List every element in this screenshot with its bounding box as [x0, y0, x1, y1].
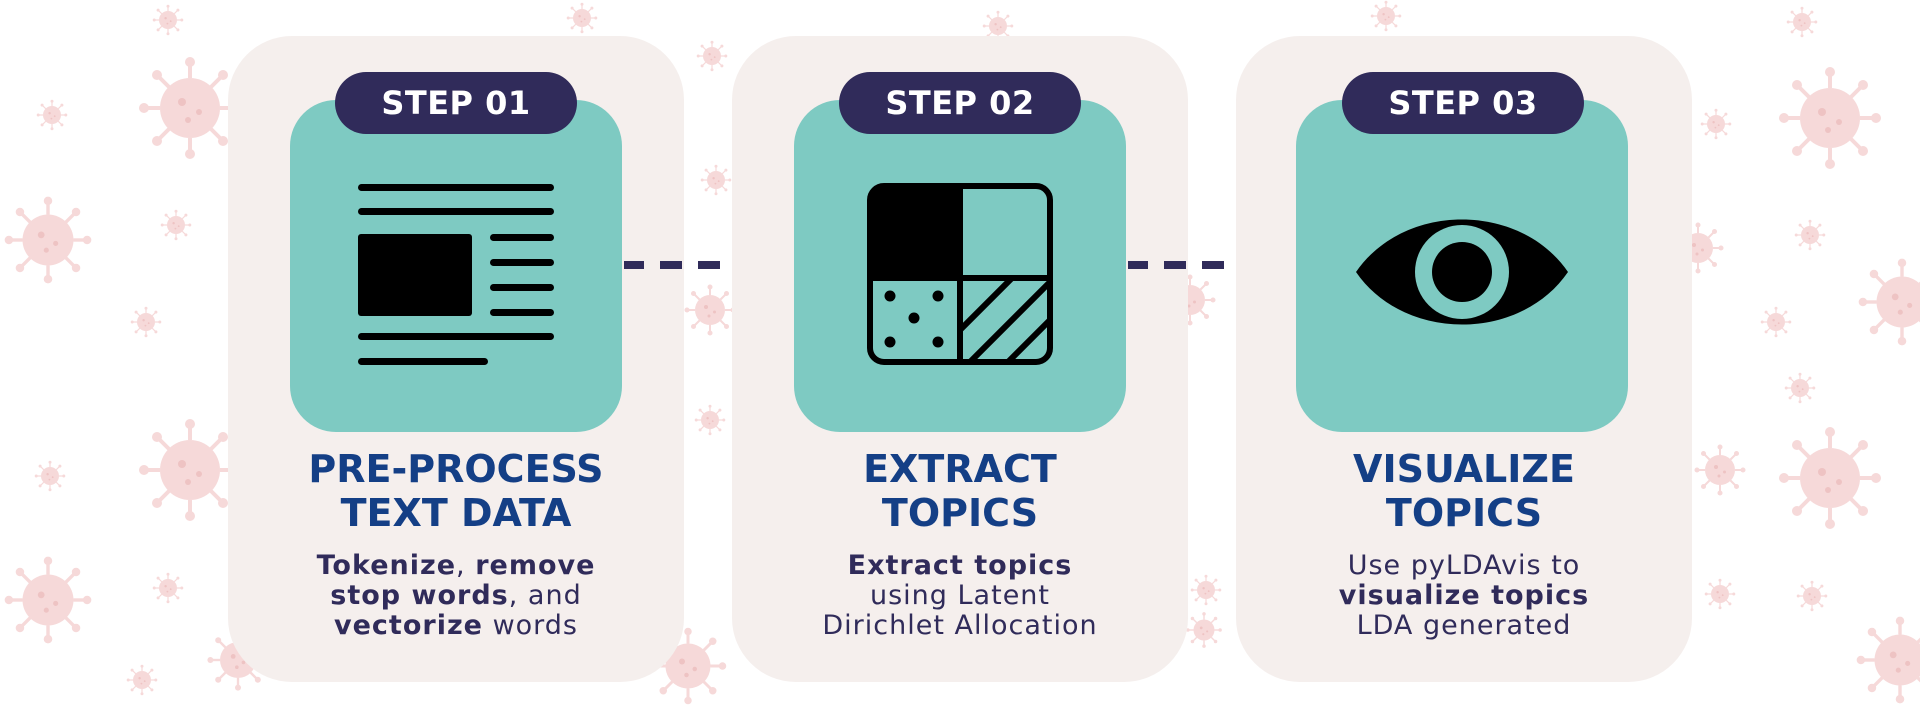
virus-decoration [696, 40, 728, 72]
virus-decoration [566, 2, 598, 34]
step-3-title-line-1: VISUALIZE [1353, 447, 1575, 491]
topic-grid-icon [867, 183, 1053, 365]
virus-decoration [1760, 306, 1792, 338]
step-3-icon-tile [1296, 100, 1628, 432]
step-3-desc-line-3: LDA generated [1356, 610, 1572, 641]
step-2-title-line-1: EXTRACT [863, 447, 1057, 491]
step-3-desc-line-1: Use pyLDAvis to [1347, 550, 1581, 581]
virus-decoration [137, 417, 243, 523]
virus-decoration [683, 283, 737, 337]
step-3-desc-line-2: visualize topics [1338, 580, 1590, 611]
virus-decoration [1693, 443, 1747, 497]
step-3-description: Use pyLDAvis to visualize topics LDA gen… [1236, 551, 1692, 641]
virus-decoration [1777, 65, 1883, 171]
step-1-title-line-2: TEXT DATA [340, 491, 572, 535]
step-3-title: VISUALIZE TOPICS [1236, 447, 1692, 535]
virus-decoration [2, 194, 94, 286]
virus-decoration [1854, 614, 1920, 706]
step-3-badge: STEP 03 [1342, 72, 1584, 134]
virus-decoration [1190, 574, 1222, 606]
virus-decoration [2, 554, 94, 646]
step-2-description: Extract topics using Latent Dirichlet Al… [732, 551, 1188, 641]
virus-decoration [1185, 611, 1223, 649]
virus-decoration [1784, 372, 1816, 404]
virus-decoration [1370, 0, 1402, 32]
step-2-desc-line-1: Extract topics [847, 550, 1073, 581]
eye-icon [1356, 219, 1568, 325]
step-1-title: PRE-PROCESS TEXT DATA [228, 447, 684, 535]
step-2-title-line-2: TOPICS [881, 491, 1039, 535]
virus-decoration [152, 572, 184, 604]
virus-decoration [1777, 425, 1883, 531]
virus-decoration [700, 164, 732, 196]
step-1-badge: STEP 01 [335, 72, 577, 134]
virus-decoration [36, 99, 68, 131]
virus-decoration [694, 404, 726, 436]
virus-decoration [1786, 6, 1818, 38]
virus-decoration [130, 306, 162, 338]
virus-decoration [1796, 580, 1828, 612]
virus-decoration [1856, 256, 1920, 348]
step-2-badge: STEP 02 [839, 72, 1081, 134]
step-1-desc-line-1: Tokenize, remove [316, 550, 596, 581]
virus-decoration [152, 4, 184, 36]
virus-decoration [1704, 578, 1736, 610]
step-3-title-line-2: TOPICS [1385, 491, 1543, 535]
step-2-desc-line-3: Dirichlet Allocation [822, 610, 1098, 641]
step-1-desc-line-3: vectorize words [334, 610, 578, 641]
step-1-description: Tokenize, remove stop words, and vectori… [228, 551, 684, 641]
step-1-desc-line-2: stop words, and [330, 580, 582, 611]
virus-decoration [1700, 108, 1732, 140]
virus-decoration [1794, 219, 1826, 251]
step-2-icon-tile [794, 100, 1126, 432]
step-2-title: EXTRACT TOPICS [732, 447, 1188, 535]
document-icon [358, 184, 554, 365]
virus-decoration [34, 460, 66, 492]
virus-decoration [137, 55, 243, 161]
step-2-desc-line-2: using Latent [870, 580, 1050, 611]
virus-decoration [160, 209, 192, 241]
step-1-icon-tile [290, 100, 622, 432]
step-1-title-line-1: PRE-PROCESS [308, 447, 604, 491]
virus-decoration [126, 664, 158, 696]
